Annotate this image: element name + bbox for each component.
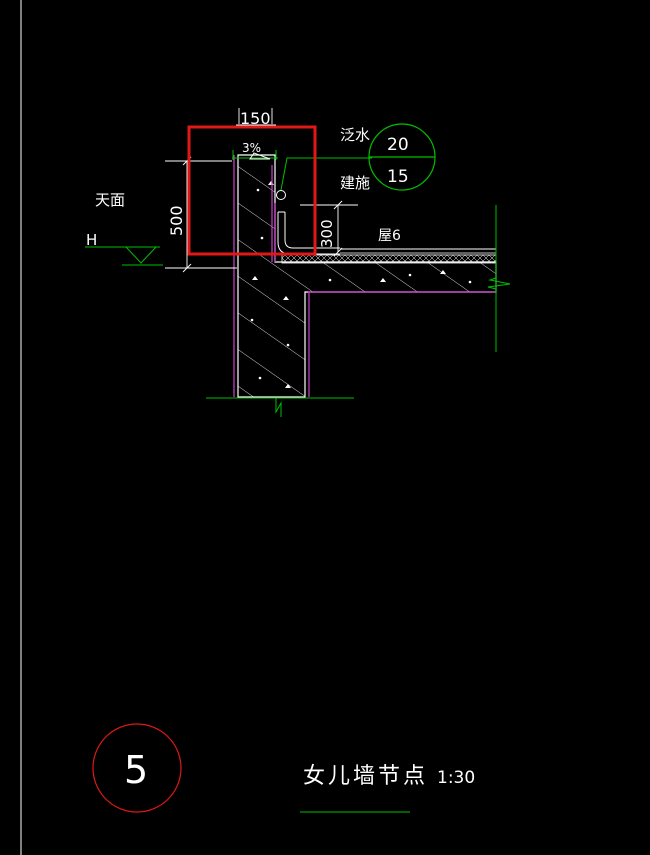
dimension-150: 150: [240, 109, 271, 128]
detail-number-circle: [92, 723, 182, 813]
callout-bottom-label: 建施: [340, 174, 370, 192]
reference-number: 20: [387, 135, 409, 155]
green-reference-lines: [85, 150, 511, 813]
drawing-scale: 1:30: [437, 768, 475, 788]
callout-top-label: 泛水: [340, 126, 370, 144]
slope-arrow: [249, 152, 271, 160]
slope-label: 3%: [242, 141, 261, 155]
level-mark-label: H: [86, 231, 97, 249]
waterproof-membrane: [233, 155, 496, 397]
reference-sheet: 15: [387, 167, 409, 187]
dimension-300: 300: [318, 219, 336, 248]
highlight-box[interactable]: [187, 125, 317, 256]
title-block: 5 女儿墙节点 1:30: [92, 723, 475, 813]
drawing-title: 女儿墙节点: [303, 764, 428, 789]
roof-level-label: 天面: [95, 191, 125, 209]
roof-finish-layer: [281, 254, 497, 264]
dimension-lines: [165, 108, 358, 273]
dimension-500: 500: [167, 205, 186, 236]
reference-callout: [368, 123, 436, 191]
roof-type-label: 屋6: [378, 228, 401, 244]
detail-number: 5: [124, 748, 148, 792]
